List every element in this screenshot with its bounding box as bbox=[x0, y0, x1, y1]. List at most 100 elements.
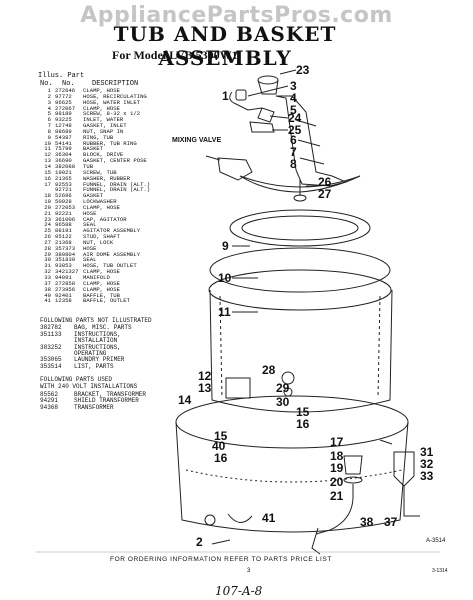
callout-40: 40 bbox=[212, 439, 226, 453]
callout-5: 5 bbox=[290, 103, 297, 117]
part-number: 92721 bbox=[55, 186, 72, 194]
part-description: HOSE, TUB OUTLET bbox=[83, 262, 137, 270]
mixing-valve-label: MIXING VALVE bbox=[172, 137, 222, 144]
part-illus-no: 32 bbox=[44, 268, 51, 276]
part-description: HOSE, RECIRCULATING bbox=[83, 92, 147, 100]
part-number: 12748 bbox=[55, 122, 72, 130]
parts-row: 27 21368 NUT, LOCK bbox=[40, 240, 168, 246]
column-header-no: No. bbox=[40, 80, 53, 88]
drive-block-shape bbox=[225, 377, 251, 399]
part-illus-no: 23 bbox=[44, 215, 51, 223]
part-description: RING, TUB bbox=[83, 133, 114, 141]
part-number: 94368 bbox=[40, 403, 59, 411]
part-illus-no: 24 bbox=[44, 221, 51, 229]
part-description: NUT, SNAP IN bbox=[83, 127, 124, 135]
part-number: 382782 bbox=[40, 324, 62, 332]
callout-9: 9 bbox=[222, 239, 229, 253]
part-number: 50928 bbox=[55, 198, 72, 206]
part-description: NUT, LOCK bbox=[83, 238, 114, 246]
column-header-description: DESCRIPTION bbox=[92, 80, 139, 88]
part-number: 96625 bbox=[55, 98, 72, 106]
tub-wall-line bbox=[185, 469, 403, 483]
watermark: AppliancePartsPros.com bbox=[80, 3, 393, 28]
part-number: 383252 bbox=[40, 343, 62, 351]
callout-6: 6 bbox=[290, 133, 297, 147]
part-number: 21368 bbox=[55, 238, 72, 246]
part-illus-no: 41 bbox=[44, 297, 51, 305]
callout-31: 31 bbox=[420, 445, 434, 459]
callout-24: 24 bbox=[288, 111, 302, 125]
callout-30: 30 bbox=[276, 395, 290, 409]
part-number: 353065 bbox=[40, 356, 62, 364]
part-description: CLAMP, HOSE bbox=[83, 268, 120, 276]
part-number: 273956 bbox=[55, 285, 76, 293]
part-description: GASKET, CENTER POSE bbox=[83, 157, 147, 165]
part-description: INLET, WATER bbox=[83, 116, 124, 124]
callout-21: 21 bbox=[330, 489, 344, 503]
basket-rim-shape bbox=[208, 269, 392, 311]
part-number: 21365 bbox=[55, 174, 72, 182]
tub-ring-inner-shape bbox=[241, 215, 359, 241]
part-description: LOCKWASHER bbox=[83, 198, 117, 206]
callout-38: 38 bbox=[360, 515, 374, 529]
inlet-gasket-shape bbox=[249, 121, 275, 133]
part-illus-no: 20 bbox=[44, 203, 51, 211]
part-number: 36304 bbox=[55, 151, 72, 159]
outlet-baffle-shape bbox=[227, 513, 253, 523]
hose-clamp-shape bbox=[235, 89, 247, 101]
part-illus-no: 3 bbox=[47, 98, 51, 106]
callout-37: 37 bbox=[384, 515, 398, 529]
leader-2 bbox=[211, 539, 231, 545]
callout-7: 7 bbox=[290, 145, 297, 159]
part-number: 98189 bbox=[55, 110, 72, 118]
callout-41: 41 bbox=[262, 511, 276, 525]
water-inlet-shape bbox=[257, 107, 275, 123]
part-illus-no: 19 bbox=[44, 198, 51, 206]
basket-perforation-2 bbox=[377, 295, 381, 399]
section-row: INSTALLATION bbox=[40, 337, 152, 344]
part-number: 88191 bbox=[55, 227, 72, 235]
part-illus-no: 27 bbox=[44, 238, 51, 246]
part-number: 357373 bbox=[55, 244, 76, 252]
part-number: 92401 bbox=[55, 291, 72, 299]
part-description: WASHER, RUBBER bbox=[83, 174, 130, 182]
not-illustrated-header: FOLLOWING PARTS NOT ILLUSTRATED bbox=[40, 317, 152, 324]
agitator-cap-shape bbox=[257, 75, 279, 85]
part-illus-no: 5 bbox=[47, 110, 51, 118]
part-description: BLOCK, DRIVE bbox=[83, 151, 124, 159]
air-dome-shape bbox=[281, 371, 295, 385]
part-number: 272646 bbox=[55, 87, 76, 94]
part-description: SEAL bbox=[83, 221, 97, 229]
leader-24 bbox=[269, 115, 289, 119]
part-description: TRANSFORMER bbox=[74, 403, 114, 411]
callout-23: 23 bbox=[296, 63, 310, 77]
part-description: HOSE bbox=[83, 209, 97, 217]
part-illus-no: 14 bbox=[44, 162, 51, 170]
part-description: SCREW, 8-32 x 1/2 bbox=[83, 110, 141, 118]
part-illus-no: 26 bbox=[44, 233, 51, 241]
part-number: 19021 bbox=[55, 168, 72, 176]
part-number: 382088 bbox=[55, 162, 76, 170]
part-number: 272067 bbox=[55, 104, 76, 112]
callout-32: 32 bbox=[420, 457, 434, 471]
agitator-skirt-shape bbox=[239, 175, 361, 193]
cap-body-shape bbox=[257, 79, 279, 95]
parts-row: 19 50928 LOCKWASHER bbox=[40, 199, 168, 205]
part-description: MANIFOLD bbox=[83, 274, 110, 281]
